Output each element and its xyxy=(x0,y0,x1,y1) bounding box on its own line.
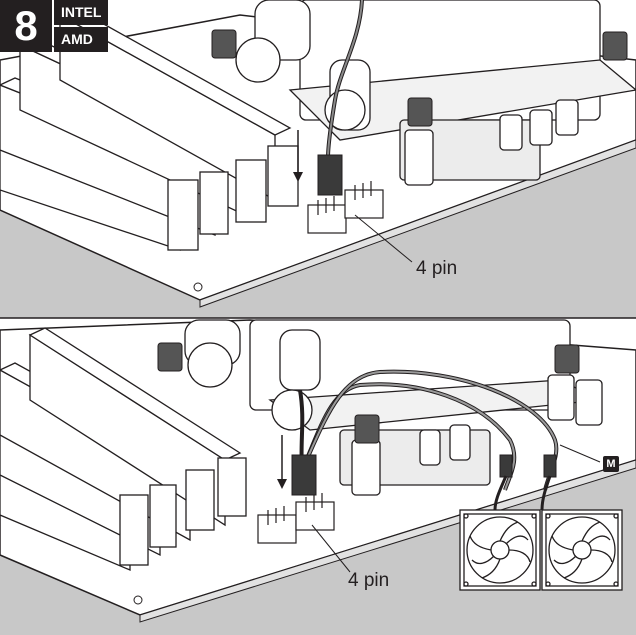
step-number: 8 xyxy=(0,0,52,52)
callout-4-pin-bottom: 4 pin xyxy=(348,570,390,591)
fan-headers xyxy=(307,181,384,234)
platform-label-intel: INTEL xyxy=(54,0,108,25)
callout-leader xyxy=(311,524,351,573)
mounting-screws xyxy=(157,342,580,444)
marker-m-badge: M xyxy=(603,456,619,472)
callout-leader xyxy=(354,214,413,263)
callout-4-pin-top: 4 pin xyxy=(416,258,458,279)
mounting-screws xyxy=(211,29,628,127)
pump-connector xyxy=(291,454,317,496)
fan-right xyxy=(541,509,623,591)
fan-left xyxy=(459,509,541,591)
panel-bottom xyxy=(0,319,636,635)
fan-headers xyxy=(257,493,335,544)
pump-connector xyxy=(317,154,343,196)
platform-label-amd: AMD xyxy=(54,27,108,52)
step-badge: 8 INTEL AMD xyxy=(0,0,108,52)
water-block xyxy=(235,0,636,186)
ram-modules xyxy=(0,327,247,571)
